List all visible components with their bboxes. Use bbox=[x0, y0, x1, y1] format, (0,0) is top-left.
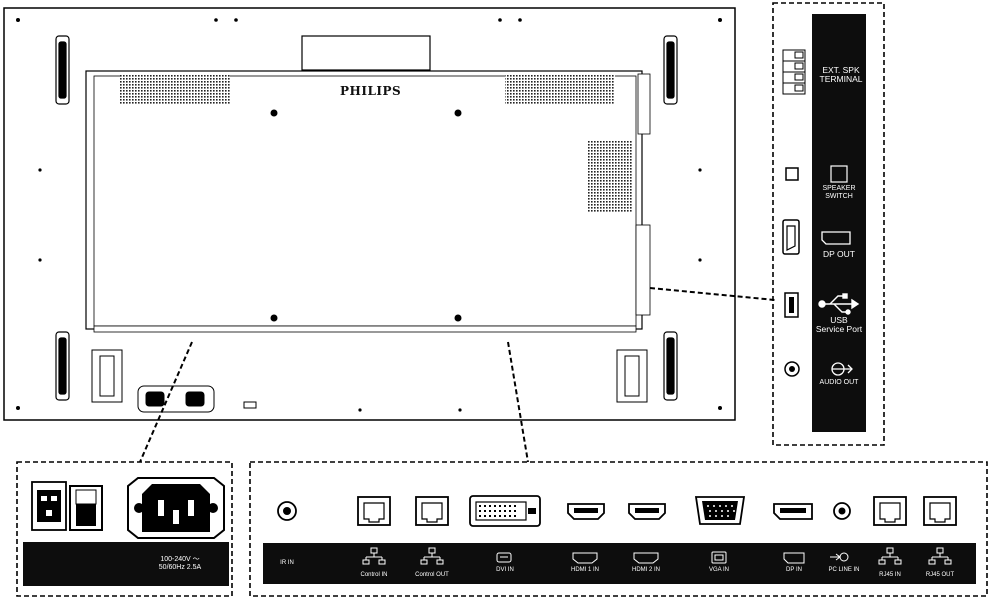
vent-grilles bbox=[120, 74, 632, 212]
dvi-in-label: DVI IN bbox=[496, 567, 514, 573]
hdmi-2-in-label: HDMI 2 IN bbox=[631, 567, 660, 573]
network-icon bbox=[878, 547, 902, 565]
ac-power-inlet[interactable] bbox=[127, 477, 225, 539]
brand-logo-text: PHILIPS bbox=[340, 84, 402, 98]
control-out-label: Control OUT bbox=[415, 572, 449, 578]
ir-in-port[interactable] bbox=[277, 501, 297, 521]
hdmi-2-in-port[interactable] bbox=[628, 503, 666, 520]
speaker-switch-port[interactable] bbox=[785, 167, 799, 181]
side-io-panel bbox=[772, 2, 885, 446]
network-icon bbox=[928, 547, 952, 565]
control-in-port[interactable] bbox=[357, 496, 391, 526]
dp-out-label: DP OUT bbox=[823, 249, 855, 259]
hdmi-icon bbox=[633, 552, 659, 564]
pc-line-in-port[interactable] bbox=[833, 502, 851, 520]
speaker-switch-label: SPEAKER SWITCH bbox=[822, 185, 856, 200]
ext-speaker-terminal-port bbox=[782, 49, 806, 95]
leader-lines bbox=[139, 287, 776, 463]
power-inlet-small bbox=[31, 481, 67, 531]
ext-spk-terminal-label: EXT. SPK TERMINAL bbox=[819, 65, 863, 85]
dvi-icon bbox=[496, 552, 512, 563]
pc-line-in-label: PC LINE IN bbox=[828, 567, 860, 573]
mount-handles bbox=[55, 35, 678, 401]
bottom-io-panel bbox=[249, 461, 988, 597]
dvi-in-port[interactable] bbox=[469, 495, 541, 527]
usb-service-port[interactable] bbox=[784, 292, 799, 318]
bottom-brackets bbox=[91, 349, 648, 413]
control-in-label: Control IN bbox=[360, 572, 388, 578]
dp-out-port[interactable] bbox=[782, 219, 800, 255]
network-icon bbox=[420, 547, 444, 565]
hdmi-1-in-label: HDMI 1 IN bbox=[570, 567, 599, 573]
dp-in-label: DP IN bbox=[786, 567, 802, 573]
audio-out-port[interactable] bbox=[784, 361, 800, 377]
displayport-icon bbox=[783, 552, 805, 564]
audio-in-icon bbox=[830, 552, 849, 562]
dp-out-icon bbox=[821, 231, 851, 245]
power-switch[interactable] bbox=[69, 485, 103, 531]
network-icon bbox=[362, 547, 386, 565]
vga-icon bbox=[711, 551, 727, 564]
power-panel bbox=[16, 461, 233, 597]
vga-in-label: VGA IN bbox=[708, 567, 729, 573]
vga-in-port[interactable] bbox=[694, 496, 746, 525]
screw-holes bbox=[16, 18, 722, 412]
rj45-out-label: RJ45 OUT bbox=[925, 572, 955, 578]
rj45-in-port[interactable] bbox=[873, 496, 907, 526]
speaker-switch-icon bbox=[830, 165, 848, 183]
dp-in-port[interactable] bbox=[773, 503, 813, 520]
hdmi-1-in-port[interactable] bbox=[567, 503, 605, 520]
usb-icon bbox=[818, 293, 860, 315]
rj45-out-port[interactable] bbox=[923, 496, 957, 526]
audio-out-icon bbox=[831, 362, 853, 376]
audio-out-label: AUDIO OUT bbox=[819, 379, 859, 386]
power-rating-label: 100-240V ～ 50/60Hz 2.5A bbox=[158, 556, 202, 571]
ir-in-label: IR IN bbox=[280, 560, 294, 566]
control-out-port[interactable] bbox=[415, 496, 449, 526]
hdmi-icon bbox=[572, 552, 598, 564]
usb-service-port-label: USB Service Port bbox=[815, 315, 863, 335]
rj45-in-label: RJ45 IN bbox=[879, 572, 901, 578]
